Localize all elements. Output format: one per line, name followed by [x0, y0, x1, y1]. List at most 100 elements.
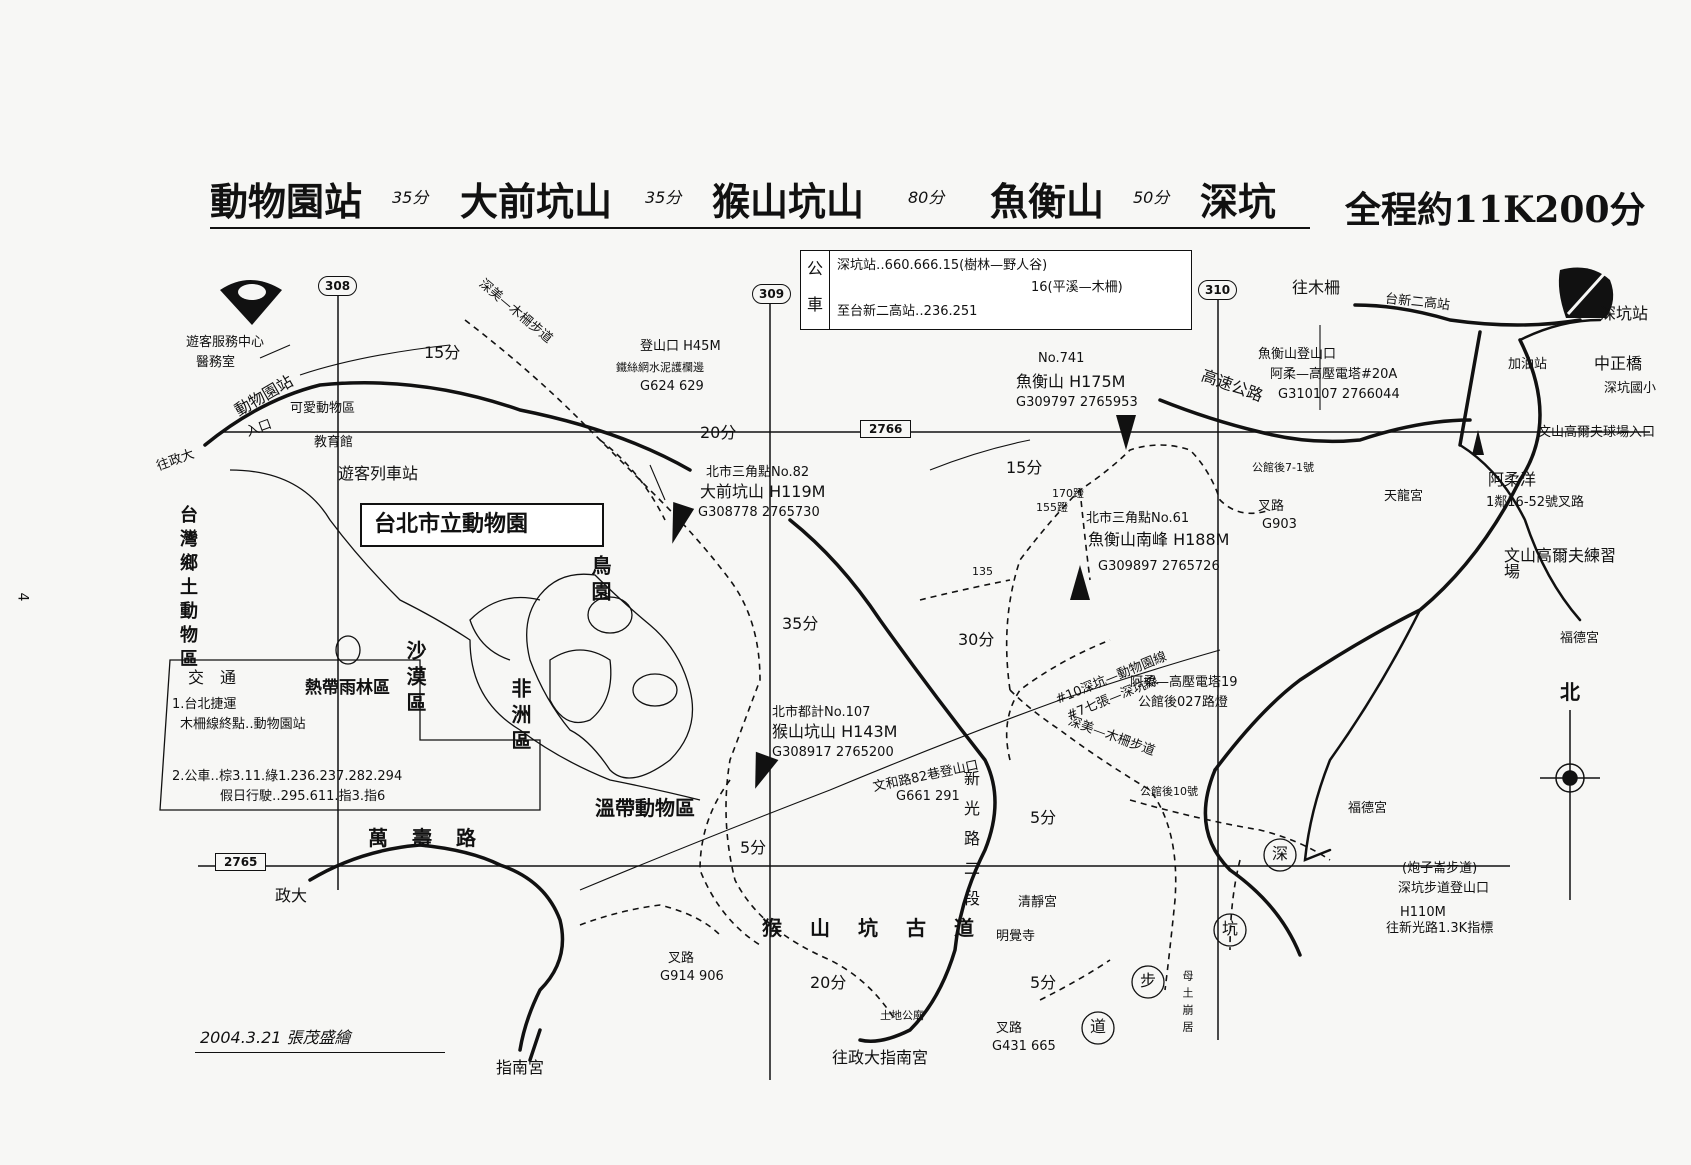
- label-min35: 35分: [782, 614, 819, 633]
- label-to-mucha: 往木柵: [1292, 278, 1341, 297]
- shenkeng-logo-icon: [1558, 267, 1614, 318]
- label-count-155: 155蹬: [1036, 501, 1068, 514]
- label-circle-shen: 深: [1272, 844, 1289, 863]
- zone-taiwan: 台灣鄉土動物區: [177, 505, 198, 673]
- label-ancient-road: 猴山坑古道: [762, 916, 1002, 940]
- transport-heading: 交 通: [188, 668, 237, 687]
- label-peak3-a: No.741: [1038, 351, 1085, 366]
- label-min5-mid: 5分: [1030, 808, 1057, 827]
- label-trailhead-1b: 鐵絲網水泥護欄邊: [616, 361, 704, 374]
- label-junction-1b: G661 291: [896, 789, 960, 804]
- label-peak4-a: 北市三角點No.61: [1086, 511, 1190, 526]
- label-zhinan: 指南宮: [496, 1058, 545, 1077]
- label-trailhead-1: 登山口 H45M: [640, 339, 721, 354]
- label-fude-east: 福德宮: [1560, 631, 1600, 646]
- label-xinguang-road: 新光路二段: [961, 770, 980, 920]
- signature: 2004.3.21 張茂盛繪: [200, 1028, 351, 1047]
- transport-item-2a: 2.公車‥棕3.11.綠1.236.237.282.294: [172, 769, 403, 784]
- label-branch-2b: G431 665: [992, 1039, 1056, 1054]
- label-zhengda: 政大: [275, 886, 308, 905]
- grid-label-2765: 2765: [215, 853, 267, 871]
- label-afang-ocean: 阿柔洋: [1488, 470, 1537, 489]
- label-tianlong: 天龍宮: [1384, 489, 1424, 504]
- road-shield-308: 308: [318, 276, 358, 296]
- wanshou-road: [308, 843, 565, 1052]
- junction-trail: [1005, 639, 1111, 761]
- label-min15-west: 15分: [424, 343, 461, 362]
- label-pole-027: 公館後027路燈: [1138, 695, 1228, 710]
- label-peak1-b: 大前坑山 H119M: [700, 482, 826, 501]
- north-arrow-icon: [1540, 710, 1600, 900]
- label-paozi-sign: 往新光路1.3K指標: [1386, 921, 1494, 936]
- title-station-yuheng: 魚衡山: [990, 179, 1105, 224]
- label-peak2-c: G308917 2765200: [772, 745, 894, 760]
- zoo-logo-icon: [220, 280, 282, 325]
- label-circle-bu: 步: [1140, 971, 1157, 990]
- label-school: 深坑國小: [1604, 381, 1657, 396]
- label-wanshou-road: 萬壽路: [368, 826, 500, 850]
- grid-label-2766: 2766: [860, 420, 912, 438]
- zone-temperate: 溫帶動物區: [595, 796, 695, 820]
- title-total: 全程約11K200分: [1345, 189, 1646, 231]
- bus-label-2: 車: [807, 295, 824, 314]
- label-count-170: 170蹬: [1052, 487, 1084, 500]
- title-time-1: 35分: [392, 188, 429, 207]
- title-station-daqiankeng: 大前坑山: [460, 179, 613, 224]
- label-gas-station: 加油站: [1508, 357, 1548, 372]
- transport-box-outline: [159, 659, 541, 811]
- label-paozi-elev: H110M: [1400, 905, 1446, 920]
- label-min20-south: 20分: [810, 973, 847, 992]
- bus-label-1: 公: [807, 259, 824, 278]
- title-station-houshankeng: 猴山坑山: [712, 179, 865, 224]
- label-to-zhinan: 往政大指南宮: [832, 1048, 929, 1067]
- label-peak2-b: 猴山坑山 H143M: [772, 722, 898, 741]
- road-shield-310: 310: [1198, 280, 1238, 300]
- expressway-road: [1158, 398, 1472, 444]
- label-min5-west: 5分: [740, 838, 767, 857]
- transport-item-1b: 木柵線終點‥動物園站: [180, 717, 306, 732]
- zone-desert: 沙漠區: [403, 640, 427, 718]
- title-station-zoo: 動物園站: [210, 179, 363, 224]
- zone-africa: 非洲區: [508, 678, 532, 756]
- label-peak4-c: G309897 2765726: [1098, 559, 1220, 574]
- label-yuheng-trailhead-3: G310107 2766044: [1278, 387, 1400, 402]
- title-time-2: 35分: [645, 188, 682, 207]
- label-branch-1b: G914 906: [660, 969, 724, 984]
- label-yuheng-trailhead-2: 阿柔—高壓電塔#20A: [1270, 367, 1398, 382]
- transport-item-1a: 1.台北捷運: [172, 697, 237, 712]
- label-paozi-trailhead: 深坑步道登山口: [1398, 881, 1490, 896]
- label-koala: 可愛動物區: [290, 401, 356, 416]
- label-qingjing: 清靜宮: [1018, 895, 1058, 910]
- zone-rainforest: 熱帶雨林區: [305, 678, 390, 698]
- label-afang-branch: 1鄰16-52號叉路: [1486, 495, 1585, 510]
- bus-info-box: 公 車 深坑站‥660.666.15(樹林—野人谷) 16(平溪—木柵) 至台新…: [800, 250, 1192, 330]
- label-mutou: 母土崩居: [1181, 970, 1194, 1038]
- label-yuheng-trailhead: 魚衡山登山口: [1258, 347, 1337, 362]
- label-branch-2: 叉路: [996, 1021, 1023, 1036]
- label-north: 北: [1560, 680, 1580, 704]
- label-count-135: 135: [972, 565, 993, 578]
- label-zhongzheng-bridge: 中正橋: [1594, 354, 1643, 373]
- label-pole-10: 公館後10號: [1140, 785, 1198, 798]
- transport-item-2b: 假日行駛‥295.611.指3.指6: [220, 789, 386, 804]
- label-wenshan-golf: 文山高爾夫練習場: [1504, 546, 1617, 581]
- arrow-peak3: [1116, 415, 1136, 450]
- title-time-4: 50分: [1133, 188, 1170, 207]
- label-branch-1: 叉路: [668, 951, 695, 966]
- label-fude-south: 福德宮: [1348, 801, 1388, 816]
- zoo-name: 台北市立動物園: [374, 512, 529, 537]
- label-pole-7: 公館後7-1號: [1252, 461, 1314, 474]
- bus-line-3: 至台新二高站‥236.251: [837, 304, 978, 319]
- label-branch-3b: G903: [1262, 517, 1297, 532]
- label-trailhead-1c: G624 629: [640, 379, 704, 394]
- title-time-3: 80分: [908, 188, 945, 207]
- label-peak3-c: G309797 2765953: [1016, 395, 1138, 410]
- shenkeng-road: [1213, 338, 1542, 772]
- title-station-shenkeng: 深坑: [1200, 179, 1277, 224]
- arrow-peak2: [755, 751, 779, 789]
- road-to-mucha: [1353, 303, 1582, 327]
- road-shield-309: 309: [752, 284, 792, 304]
- label-paozi-trail: (炮子崙步道): [1402, 861, 1478, 876]
